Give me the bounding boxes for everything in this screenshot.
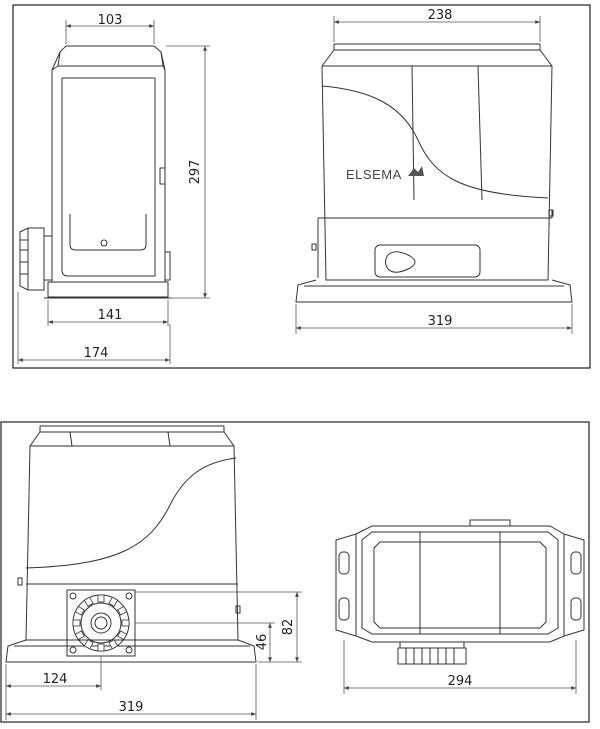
dim-mount-height: 82: [281, 619, 296, 636]
dim-side-base-width: 141: [98, 308, 123, 323]
top-view: [335, 519, 585, 665]
back-view-dimensions: [5, 591, 302, 720]
dim-back-base-width: 319: [119, 700, 144, 715]
gear-teeth: [72, 594, 130, 652]
top-view-dimensions: [343, 640, 577, 694]
front-view: [295, 43, 573, 303]
bottom-panel-frame: [0, 421, 590, 723]
brand-logo-text: ELSEMA: [346, 167, 402, 182]
front-view-dimensions: [295, 16, 573, 334]
dim-gear-height: 46: [255, 634, 270, 651]
dim-front-top-width: 238: [428, 8, 453, 23]
dim-front-base-width: 319: [428, 314, 453, 329]
dim-side-total-width: 174: [84, 346, 109, 361]
brand-logo-mark: [408, 166, 424, 176]
dim-side-top-width: 103: [98, 13, 123, 28]
side-view-dimensions: [17, 20, 210, 364]
dim-top-width: 294: [448, 674, 473, 689]
dim-gear-offset: 124: [43, 672, 68, 687]
top-panel-frame: [12, 4, 591, 369]
dim-side-height: 297: [188, 160, 203, 185]
side-view: [19, 45, 172, 299]
back-view: [5, 425, 257, 663]
